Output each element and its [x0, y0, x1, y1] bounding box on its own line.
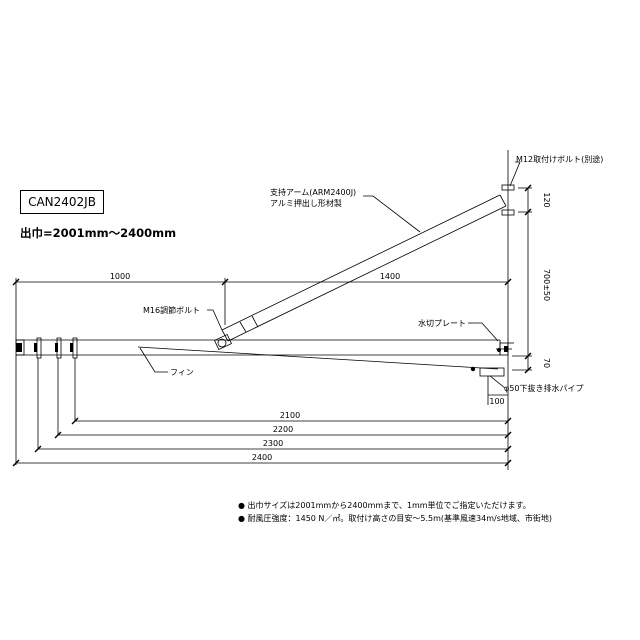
plate-leader [468, 322, 499, 342]
arm-label-line2: アルミ押出し形材製 [270, 198, 342, 208]
canopy-beam [15, 339, 501, 356]
arm-label-line1: 支持アーム(ARM2400J) [270, 187, 356, 197]
m16-leader [207, 309, 223, 331]
projection-range: 出巾=2001mm〜2400mm [20, 226, 177, 240]
m16-bolt-label: M16調節ボルト [143, 305, 200, 315]
fin-label: フィン [170, 368, 194, 377]
m12-leader [509, 161, 521, 187]
dim-2200: 2200 [273, 425, 293, 434]
dim-120: 120 [542, 192, 551, 207]
model-number-box: CAN2402JB [20, 190, 104, 214]
m12-bolts [501, 184, 515, 216]
fin-leader [139, 347, 168, 373]
note-2: ● 耐風圧強度：1450 N／㎡。取付け高さの目安〜5.5m(基準風速34m/s… [238, 514, 553, 523]
drain-pipe [479, 367, 508, 396]
drain-pipe-label: φ50下抜き排水パイプ [504, 383, 583, 393]
dim-700: 700±50 [542, 269, 551, 301]
dim-70: 70 [542, 358, 551, 368]
arm-leader [363, 195, 421, 233]
m16-bolt-joint [217, 338, 227, 348]
model-number: CAN2402JB [28, 195, 96, 209]
drip-plate-label: 水切プレート [418, 318, 466, 328]
dim-2100: 2100 [280, 411, 300, 420]
dim-100: 100 [489, 397, 504, 406]
fin-line [137, 346, 499, 370]
notes: ● 出巾サイズは2001mmから2400mmまで、1mm単位でご指定いただけます… [238, 499, 552, 525]
m12-bolt-label: M12取付けボルト(別途) [516, 154, 603, 164]
dim-1000: 1000 [110, 272, 130, 281]
note-1: ● 出巾サイズは2001mmから2400mmまで、1mm単位でご指定いただけます… [238, 501, 531, 510]
dim-1400: 1400 [380, 272, 400, 281]
dim-2300: 2300 [263, 439, 283, 448]
dim-2400: 2400 [252, 453, 272, 462]
